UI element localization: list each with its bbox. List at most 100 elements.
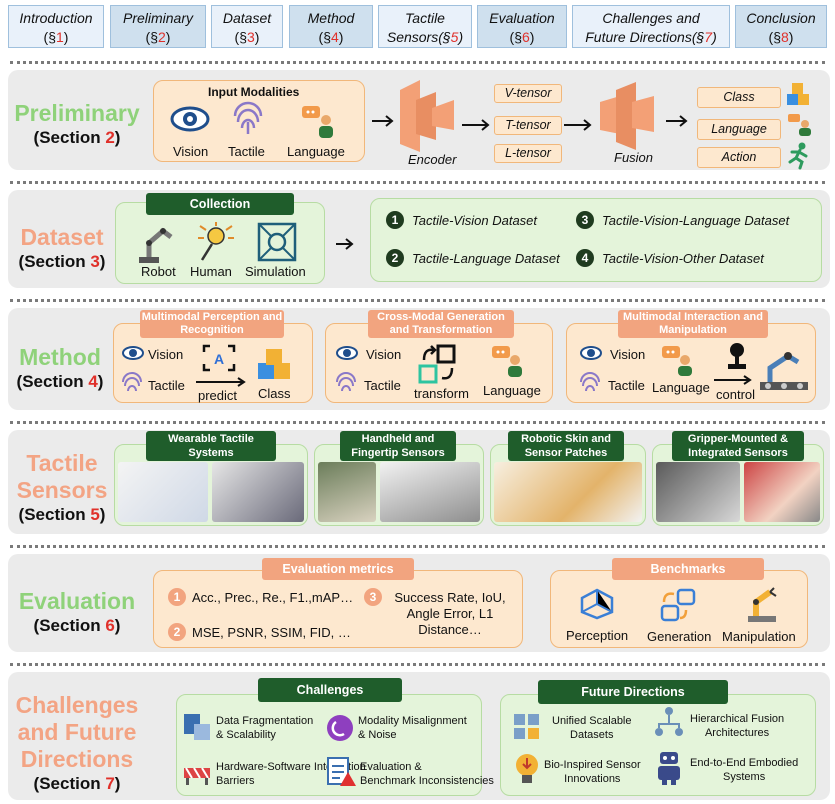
challenge-modality-misalignment: Modality Misalignment& Noise bbox=[358, 715, 467, 741]
section-heading: Sensors bbox=[16, 477, 108, 503]
nav-conclusion[interactable]: Conclusion(§8) bbox=[735, 5, 827, 48]
section-num: 5 bbox=[90, 505, 100, 524]
section-num: 4 bbox=[88, 372, 98, 391]
output-action-box: Action bbox=[697, 147, 781, 168]
preliminary-title: Preliminary (Section 2) bbox=[12, 102, 142, 147]
nav-evaluation[interactable]: Evaluation(§6) bbox=[477, 5, 567, 48]
source-simulation-label: Simulation bbox=[245, 264, 306, 279]
modality-tactile-label: Tactile bbox=[228, 144, 265, 159]
language-label: Language bbox=[483, 383, 541, 398]
l-tensor-box: L-tensor bbox=[494, 144, 562, 163]
divider bbox=[10, 61, 825, 64]
section-close: ) bbox=[114, 616, 121, 635]
challenges-header: Challenges bbox=[258, 678, 402, 702]
arrow-icon bbox=[564, 119, 592, 131]
nav-dataset[interactable]: Dataset(§3) bbox=[211, 5, 283, 48]
metric-generation: MSE, PSNR, SSIM, FID, … bbox=[192, 625, 351, 640]
arrow-icon bbox=[336, 238, 354, 250]
sensor-panel-header: Gripper-Mounted & Integrated Sensors bbox=[672, 431, 804, 461]
dataset-tactile-vision-language: Tactile-Vision-Language Dataset bbox=[602, 213, 790, 228]
sensor-panel-header: Wearable Tactile Systems bbox=[146, 431, 276, 461]
section-close: ) bbox=[114, 774, 121, 793]
data-fragment-icon bbox=[184, 714, 210, 740]
svg-text:A: A bbox=[214, 351, 224, 367]
nav-label: Evaluation bbox=[489, 10, 555, 26]
nav-num: 4 bbox=[330, 29, 339, 45]
section-word: (Section bbox=[16, 372, 89, 391]
method-panel-header: Cross-Modal Generation and Transformatio… bbox=[368, 310, 514, 338]
speech-person-icon bbox=[788, 114, 811, 136]
nav-preliminary[interactable]: Preliminary(§2) bbox=[110, 5, 206, 48]
section-close: ) bbox=[114, 128, 121, 147]
eye-icon bbox=[170, 106, 210, 132]
fusion-label: Fusion bbox=[614, 150, 654, 165]
benchmark-manipulation: Manipulation bbox=[722, 629, 796, 644]
eye-icon bbox=[336, 346, 358, 360]
metric-classification: Acc., Prec., Re., F1.,mAP… bbox=[192, 590, 354, 605]
divider bbox=[10, 299, 825, 302]
nav-num: 1 bbox=[55, 29, 64, 45]
section-num: 7 bbox=[105, 774, 115, 793]
dataset-grid-icon bbox=[514, 714, 539, 739]
nav-sec: (§ bbox=[318, 29, 331, 45]
dataset-number-badge: 4 bbox=[576, 249, 594, 267]
nav-close: ) bbox=[788, 29, 794, 45]
future-directions-box bbox=[500, 694, 816, 796]
t-tensor-box: T-tensor bbox=[494, 116, 562, 135]
nav-introduction[interactable]: Introduction(§1) bbox=[8, 5, 104, 48]
arrow-icon bbox=[666, 115, 688, 127]
future-directions-header: Future Directions bbox=[538, 680, 728, 704]
robot-arm-icon bbox=[139, 227, 173, 263]
speech-person-icon bbox=[662, 346, 692, 376]
nav-num: 7 bbox=[704, 29, 713, 45]
section-word: (Section bbox=[18, 252, 91, 271]
nav-label: Method bbox=[307, 10, 355, 26]
input-modalities-label: Input Modalities bbox=[208, 85, 300, 99]
fingerprint-icon bbox=[580, 372, 600, 392]
nav-label: Challenges and bbox=[602, 10, 700, 26]
fingerprint-icon bbox=[233, 101, 263, 134]
generation-icon bbox=[660, 588, 696, 622]
collection-header: Collection bbox=[146, 193, 294, 215]
sensor-panel-header: Robotic Skin and Sensor Patches bbox=[508, 431, 624, 461]
datasets-box bbox=[370, 198, 822, 282]
eye-icon bbox=[122, 346, 144, 360]
arrow-icon bbox=[714, 375, 752, 385]
nav-sec: Future Directions(§ bbox=[585, 29, 705, 45]
blocks-icon bbox=[258, 349, 290, 379]
evaluation-title: Evaluation (Section 6) bbox=[12, 590, 142, 635]
output-class-box: Class bbox=[697, 87, 781, 108]
method-tactile-label: Tactile bbox=[148, 378, 185, 393]
section-word: (Section bbox=[33, 128, 106, 147]
nav-method[interactable]: Method(§4) bbox=[289, 5, 373, 48]
predict-label: predict bbox=[198, 388, 238, 403]
perception-icon bbox=[580, 588, 614, 620]
method-vision-label: Vision bbox=[148, 347, 184, 362]
method-title: Method (Section 4) bbox=[12, 346, 108, 391]
benchmarks-header: Benchmarks bbox=[612, 558, 764, 580]
hardware-barrier-icon bbox=[184, 767, 210, 785]
challenge-data-fragmentation: Data Fragmentation& Scalability bbox=[216, 715, 314, 741]
robot-icon bbox=[658, 752, 680, 785]
blocks-icon bbox=[787, 83, 809, 105]
dataset-tactile-vision-other: Tactile-Vision-Other Dataset bbox=[602, 251, 764, 266]
section-num: 2 bbox=[105, 128, 115, 147]
nav-num: 5 bbox=[450, 29, 459, 45]
metrics-box bbox=[153, 570, 523, 648]
gripper-photo-1 bbox=[656, 462, 740, 522]
dataset-tactile-language: Tactile-Language Dataset bbox=[412, 251, 560, 266]
section-word: (Section bbox=[18, 505, 91, 524]
sensors-title: Tactile Sensors (Section 5) bbox=[12, 452, 112, 524]
v-tensor-box: V-tensor bbox=[494, 84, 562, 103]
robotic-skin-photo bbox=[494, 462, 642, 522]
handheld-photo-2 bbox=[380, 462, 480, 522]
transform-icon bbox=[418, 344, 456, 384]
nav-num: 2 bbox=[157, 29, 166, 45]
method-panel-header: Multimodal Interaction and Manipulation bbox=[618, 310, 768, 338]
sensor-panel-header: Handheld and Fingertip Sensors bbox=[340, 431, 456, 461]
handheld-photo-1 bbox=[318, 462, 376, 522]
